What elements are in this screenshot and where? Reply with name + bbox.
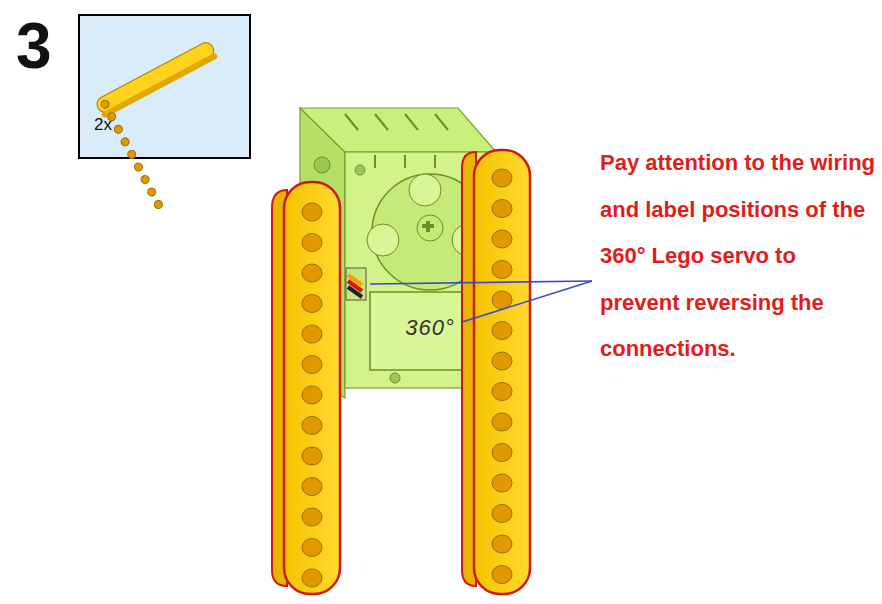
beam-hole bbox=[492, 261, 512, 279]
beam-hole bbox=[120, 136, 131, 147]
beam-hole bbox=[492, 474, 512, 492]
beam-hole bbox=[126, 149, 137, 160]
beam-hole bbox=[153, 199, 164, 210]
beam-hole bbox=[302, 447, 322, 465]
beam-hole bbox=[302, 386, 322, 404]
beam-hole bbox=[302, 539, 322, 557]
leader-line bbox=[370, 281, 592, 284]
beam-hole bbox=[133, 162, 144, 173]
beam-hole bbox=[302, 508, 322, 526]
leader-line bbox=[462, 281, 592, 322]
beam-hole bbox=[492, 505, 512, 523]
beam-hole bbox=[302, 356, 322, 374]
servo-label: 360° bbox=[380, 317, 480, 339]
beam-hole bbox=[492, 291, 512, 309]
beam-hole bbox=[100, 99, 111, 110]
beam-hole bbox=[302, 569, 322, 587]
beam-hole bbox=[492, 383, 512, 401]
small-beam bbox=[94, 40, 268, 212]
beam-left bbox=[272, 182, 340, 594]
beam-hole bbox=[492, 200, 512, 218]
beam-hole bbox=[302, 417, 322, 435]
beam-hole bbox=[140, 174, 151, 185]
beam-hole bbox=[113, 124, 124, 135]
part-count: 2x bbox=[94, 116, 112, 133]
beam-hole bbox=[492, 169, 512, 187]
servo-top bbox=[300, 108, 496, 152]
beam-hole bbox=[302, 325, 322, 343]
beam-hole bbox=[492, 444, 512, 462]
beam-hole bbox=[492, 535, 512, 553]
beam-hole bbox=[492, 322, 512, 340]
beam-hole bbox=[302, 295, 322, 313]
beam-hole bbox=[492, 230, 512, 248]
servo-connector bbox=[346, 268, 366, 300]
beam-hole bbox=[492, 566, 512, 584]
beam-hole bbox=[302, 203, 322, 221]
beam-hole bbox=[492, 352, 512, 370]
axle-hole bbox=[422, 221, 434, 232]
step-number: 3 bbox=[16, 14, 52, 78]
callout-note: Pay attention to the wiring and label po… bbox=[600, 140, 880, 373]
beam-hole bbox=[492, 413, 512, 431]
beam-right bbox=[462, 150, 530, 594]
beam-hole bbox=[302, 264, 322, 282]
beam-hole bbox=[146, 187, 157, 198]
beam-hole bbox=[302, 478, 322, 496]
beam-hole bbox=[302, 234, 322, 252]
parts-box bbox=[79, 15, 250, 158]
